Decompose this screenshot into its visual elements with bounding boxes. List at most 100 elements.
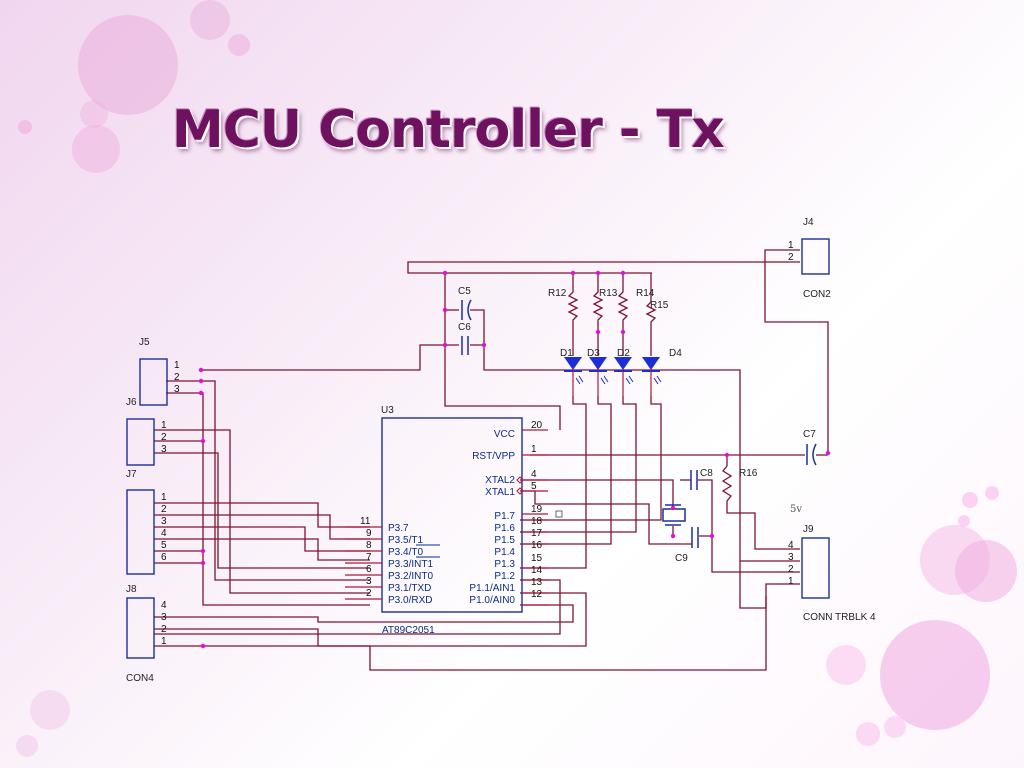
resistor-label: R12 bbox=[548, 288, 567, 299]
chip-pin-name: XTAL2 bbox=[485, 475, 515, 486]
chip-pin-name: P3.0/RXD bbox=[388, 595, 432, 606]
wire bbox=[154, 429, 370, 594]
chip-pin-num: 16 bbox=[531, 540, 543, 551]
chip-pin-name: P1.4 bbox=[494, 547, 515, 558]
chip-pin-name: P3.3/INT1 bbox=[388, 559, 433, 570]
chip-pin-name: P3.4/T0 bbox=[388, 547, 423, 558]
capacitors: C5 C6 C7 C8 C9 bbox=[458, 286, 817, 564]
decor-bubble bbox=[826, 645, 866, 685]
decor-bubble bbox=[190, 0, 230, 40]
decor-bubble bbox=[958, 515, 970, 527]
decor-bubble bbox=[30, 690, 70, 730]
junction-dot bbox=[442, 307, 448, 313]
led-label: D3 bbox=[587, 348, 600, 359]
junction-dot bbox=[595, 270, 601, 276]
resistor-r12 bbox=[567, 286, 579, 330]
chip-ref: U3 bbox=[381, 405, 394, 416]
connector-label: CON2 bbox=[803, 289, 831, 300]
chip-pin-num: 17 bbox=[531, 528, 543, 539]
resistor-label: R16 bbox=[739, 468, 758, 479]
pin-number: 2 bbox=[174, 372, 180, 383]
decor-bubble bbox=[228, 34, 250, 56]
connector-ref: J5 bbox=[139, 337, 150, 348]
wire bbox=[470, 309, 485, 345]
wire bbox=[520, 396, 662, 521]
resistor-r15 bbox=[645, 298, 657, 332]
capacitor-label: C8 bbox=[700, 468, 713, 479]
chip-pin-name: P3.1/TXD bbox=[388, 583, 431, 594]
chip-pin-num: 8 bbox=[366, 540, 372, 551]
junction-dot bbox=[825, 450, 831, 456]
chip-pin-name: RST/VPP bbox=[472, 451, 515, 462]
wire bbox=[764, 249, 829, 453]
wire bbox=[444, 273, 561, 430]
pin-number: 4 bbox=[161, 528, 167, 539]
wire bbox=[698, 479, 713, 536]
resistor-label: R14 bbox=[636, 288, 655, 299]
decor-bubble bbox=[78, 15, 178, 115]
junction-dot bbox=[724, 452, 730, 458]
pin-number: 2 bbox=[161, 432, 167, 443]
wire bbox=[520, 396, 587, 569]
slide-title: MCU Controller - Tx bbox=[172, 100, 725, 160]
connector-j6: J6 1 2 3 bbox=[126, 397, 167, 466]
leds: D1 D3 D2 D4 bbox=[560, 348, 682, 396]
chip-pin-name: VCC bbox=[494, 429, 515, 440]
resistors: R12 R13 R14 R15 R16 bbox=[548, 286, 758, 504]
chip-pin-num: 18 bbox=[531, 516, 543, 527]
junction-dot bbox=[200, 560, 206, 566]
chip-pin-num: 6 bbox=[366, 564, 372, 575]
chip-pin-num: 7 bbox=[366, 552, 372, 563]
junction-dot bbox=[200, 438, 206, 444]
capacitor-c6 bbox=[461, 336, 469, 355]
junction-dot bbox=[670, 533, 676, 539]
chip-pin-num: 14 bbox=[531, 565, 543, 576]
pin-number: 1 bbox=[174, 360, 180, 371]
wire bbox=[154, 592, 587, 647]
chip-pin-num: 20 bbox=[531, 420, 543, 431]
pin-number: 3 bbox=[174, 384, 180, 395]
connector-ref: J9 bbox=[803, 524, 814, 535]
wire bbox=[520, 396, 612, 545]
junction-dot bbox=[709, 533, 715, 539]
resistor-label: R15 bbox=[650, 300, 669, 311]
pin-number: 2 bbox=[788, 252, 794, 263]
capacitor-c9 bbox=[691, 527, 699, 548]
junction-dot bbox=[198, 390, 204, 396]
chip-pin-num: 9 bbox=[366, 528, 372, 539]
junction-dot bbox=[442, 270, 448, 276]
junction-dot bbox=[481, 342, 487, 348]
connector-label: CONN TRBLK 4 bbox=[803, 612, 876, 623]
connector-j5: J5 1 2 3 bbox=[139, 337, 180, 406]
junction-dot bbox=[442, 342, 448, 348]
pin-number: 2 bbox=[161, 624, 167, 635]
decor-bubble bbox=[962, 492, 978, 508]
capacitor-c8 bbox=[690, 470, 698, 490]
wire bbox=[154, 452, 370, 569]
connector-ref: J8 bbox=[126, 584, 137, 595]
capacitor-label: C9 bbox=[675, 553, 688, 564]
chip-pin-name: P3.5/T1 bbox=[388, 535, 423, 546]
capacitor-label: C7 bbox=[803, 429, 816, 440]
pin-number: 4 bbox=[161, 600, 167, 611]
junction-dot bbox=[620, 270, 626, 276]
capacitor-c5 bbox=[461, 299, 472, 321]
led-label: D2 bbox=[617, 348, 630, 359]
chip-pin-num: 15 bbox=[531, 553, 543, 564]
connector-j9: J9 CONN TRBLK 4 4 3 2 1 bbox=[788, 524, 876, 623]
decor-bubble bbox=[16, 735, 38, 757]
chip-pin-num: 13 bbox=[531, 577, 543, 588]
pin-number: 1 bbox=[161, 420, 167, 431]
pin-number: 5 bbox=[161, 540, 167, 551]
chip-pin-num: 11 bbox=[360, 516, 371, 527]
decor-bubble bbox=[856, 722, 880, 746]
pin-number: 4 bbox=[788, 540, 794, 551]
junction-dot bbox=[198, 378, 204, 384]
wire bbox=[407, 261, 800, 274]
wires bbox=[154, 249, 829, 671]
chip-pin-num: 5 bbox=[531, 481, 537, 492]
pin-number: 1 bbox=[788, 240, 794, 251]
chip-pin-num: 1 bbox=[531, 444, 537, 455]
junction-dot bbox=[200, 643, 206, 649]
